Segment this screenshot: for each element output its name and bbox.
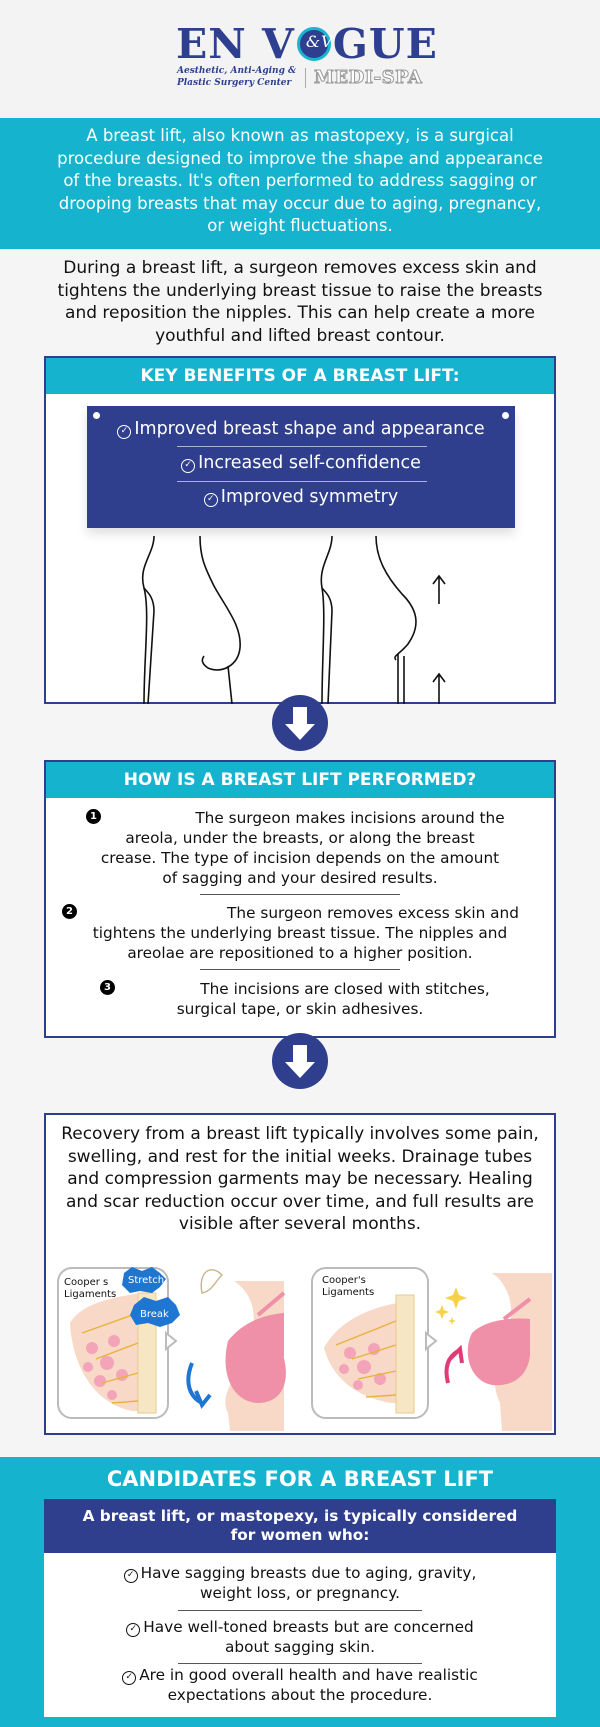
candidates-title: CANDIDATES FOR A BREAST LIFT [106, 1467, 494, 1491]
brand-monogram-icon: &V [296, 27, 333, 61]
candidates-section: CANDIDATES FOR A BREAST LIFT A breast li… [0, 1457, 600, 1727]
candidates-box: A breast lift, or mastopexy, is typicall… [44, 1499, 556, 1717]
step-number-3: 3 [100, 980, 115, 995]
left-label-line1: Cooper s [64, 1277, 108, 1288]
check-icon: ✓ [117, 425, 132, 439]
brand-medi-spa: MEDI-SPA [313, 67, 423, 89]
candidate-divider [178, 1610, 422, 1611]
procedure-card: HOW IS A BREAST LIFT PERFORMED? 1 The su… [44, 760, 556, 1038]
arrow-down-icon [272, 695, 328, 751]
droop-arrow-icon [186, 1362, 212, 1409]
check-icon: ✓ [181, 459, 196, 473]
step-divider [200, 969, 400, 970]
candidate-item: ✓Have well-toned breasts but are concern… [44, 1617, 556, 1657]
brand-name-left: EN V [176, 20, 295, 68]
candidate-divider [178, 1663, 422, 1664]
stretch-label: Stretch [128, 1275, 164, 1286]
pin-dot-icon [502, 412, 509, 419]
benefit-item: ✓Increased self-confidence [87, 450, 515, 476]
check-icon: ✓ [126, 1623, 141, 1637]
brand-logo: EN V &V GUE [176, 20, 438, 68]
right-label-line2: Ligaments [322, 1287, 374, 1298]
lift-arrow-icon [444, 1344, 464, 1384]
break-label: Break [140, 1309, 169, 1320]
recovery-card: Recovery from a breast lift typically in… [44, 1113, 556, 1435]
benefit-item: ✓Improved breast shape and appearance [87, 416, 515, 442]
squiggle-icon [200, 1269, 223, 1294]
benefit-divider [177, 481, 427, 482]
procedure-step-1: The surgeon makes incisions around the a… [100, 809, 505, 887]
procedure-step-3: The incisions are closed with stitches, … [176, 980, 490, 1018]
benefits-list: ✓Improved breast shape and appearance ✓I… [87, 406, 515, 528]
procedure-step-2: The surgeon removes excess skin and tigh… [92, 904, 519, 962]
candidate-item: ✓Are in good overall health and have rea… [44, 1665, 556, 1705]
benefits-title: KEY BENEFITS OF A BREAST LIFT: [46, 358, 554, 394]
recovery-text: Recovery from a breast lift typically in… [61, 1124, 539, 1234]
brand-name-right: GUE [332, 20, 438, 68]
sparkle-icon [435, 1287, 467, 1325]
header: EN V &V GUE Aesthetic, Anti-Aging & Plas… [0, 0, 600, 118]
during-text: During a breast lift, a surgeon removes … [57, 258, 543, 346]
candidates-intro: A breast lift, or mastopexy, is typicall… [44, 1499, 556, 1553]
ligament-comparison-illustration: Cooper s Ligaments Stretch Break Cooper'… [57, 1267, 552, 1431]
check-icon: ✓ [122, 1671, 137, 1685]
step-number-2: 2 [62, 904, 77, 919]
right-label-line1: Cooper's [322, 1275, 366, 1286]
step-divider [200, 894, 400, 895]
benefit-item: ✓Improved symmetry [87, 484, 515, 510]
left-label-line2: Ligaments [64, 1289, 116, 1300]
logo-divider [305, 68, 306, 88]
intro-banner: A breast lift, also known as mastopexy, … [0, 118, 600, 249]
benefit-divider [177, 446, 427, 447]
pin-dot-icon [93, 412, 100, 419]
brand-tagline: Aesthetic, Anti-Aging & Plastic Surgery … [177, 66, 297, 88]
before-after-silhouette-illustration [141, 536, 446, 704]
intro-text: A breast lift, also known as mastopexy, … [57, 126, 543, 235]
procedure-title: HOW IS A BREAST LIFT PERFORMED? [46, 762, 554, 798]
stretch-burst-icon [122, 1267, 166, 1293]
step-number-1: 1 [86, 809, 101, 824]
benefits-card: KEY BENEFITS OF A BREAST LIFT: ✓Improved… [44, 356, 556, 704]
arrow-down-icon [272, 1033, 328, 1089]
candidate-item: ✓Have sagging breasts due to aging, grav… [44, 1563, 556, 1603]
break-burst-icon [130, 1297, 180, 1327]
check-icon: ✓ [123, 1569, 138, 1583]
check-icon: ✓ [203, 493, 218, 507]
